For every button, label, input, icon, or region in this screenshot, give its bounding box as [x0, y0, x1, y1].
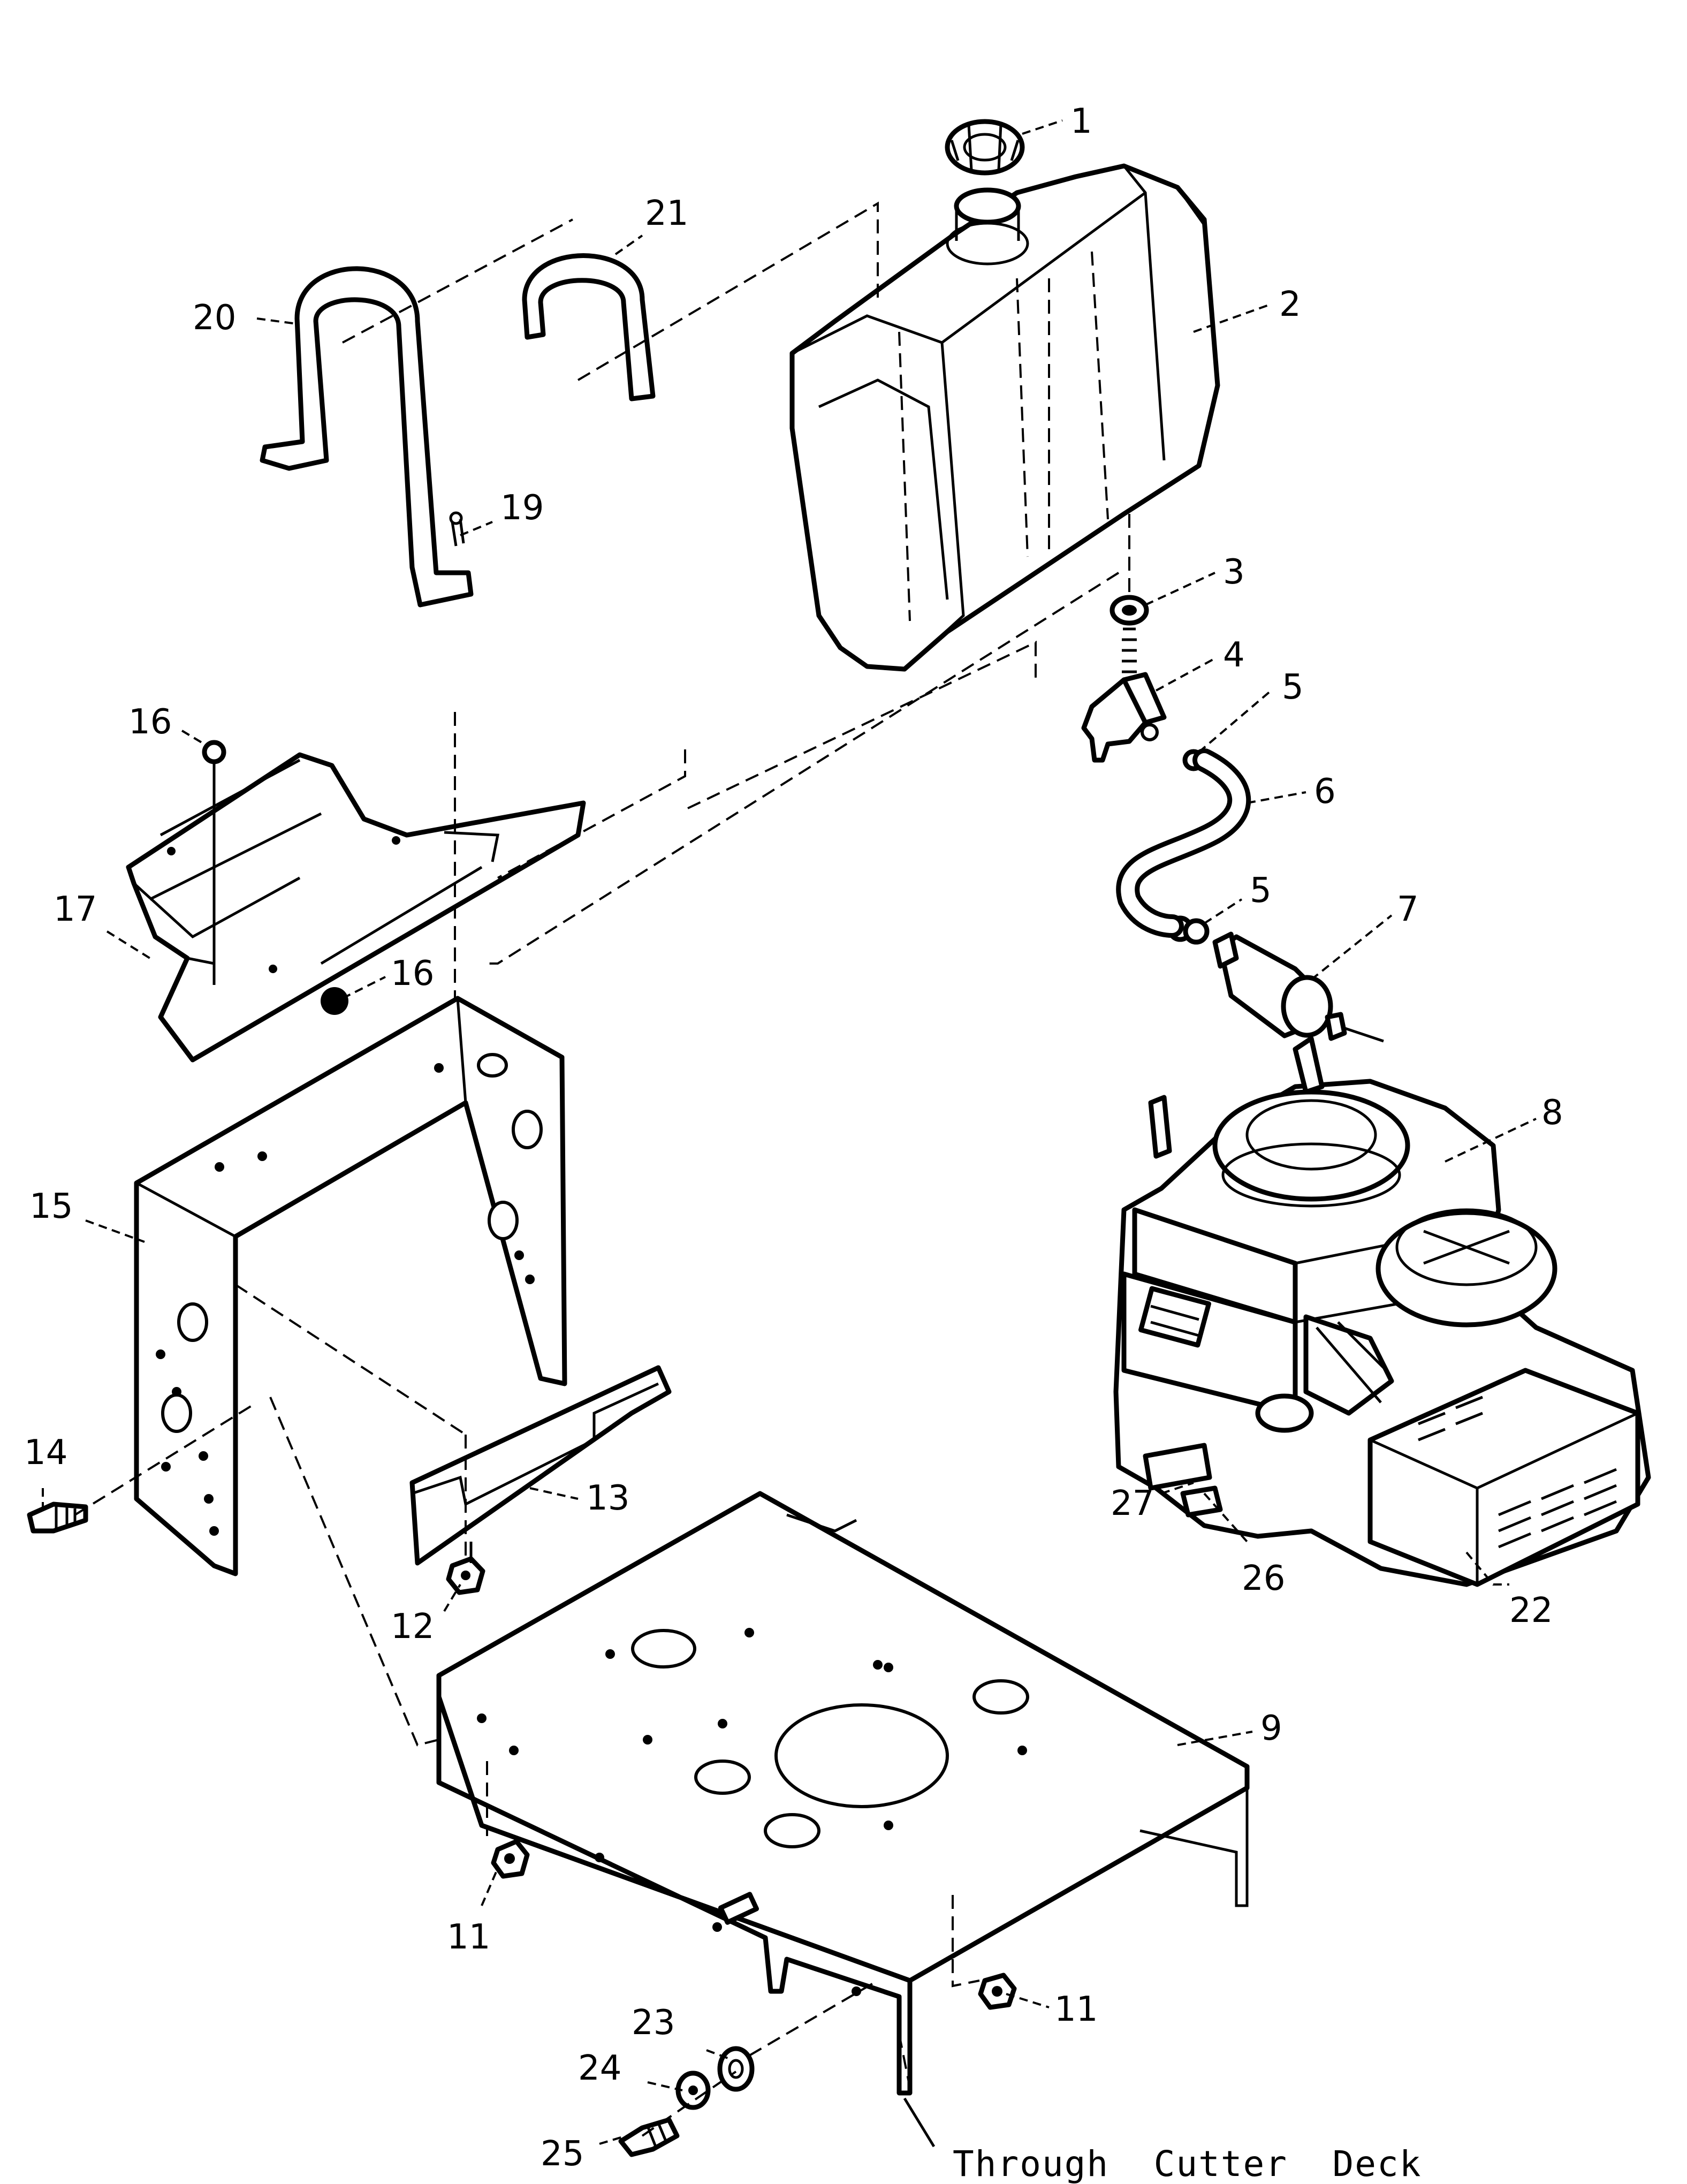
callout-16a: 16: [128, 702, 172, 742]
shield-screw: [202, 740, 226, 985]
bolt-14: [27, 1502, 88, 1534]
callout-23: 23: [632, 2003, 675, 2043]
callout-4: 4: [1223, 635, 1245, 675]
callout-8: 8: [1541, 1093, 1563, 1133]
callout-11a: 11: [447, 1917, 490, 1957]
deck-note: Through Cutter Deck: [953, 2143, 1422, 2184]
callout-6: 6: [1314, 772, 1336, 812]
tank-bushing: [1110, 595, 1149, 626]
callout-22: 22: [1509, 1591, 1553, 1631]
callout-11b: 11: [1054, 1990, 1098, 2029]
fuel-cap: [945, 119, 1025, 176]
callout-9: 9: [1260, 1709, 1282, 1748]
engine: [1113, 1036, 1651, 1587]
nut-12: [446, 1556, 485, 1595]
callout-16b: 16: [391, 954, 434, 994]
callout-26: 26: [1242, 1559, 1285, 1598]
callout-17: 17: [54, 890, 97, 929]
callout-3: 3: [1223, 552, 1245, 592]
callout-7: 7: [1397, 890, 1419, 929]
callout-5a: 5: [1282, 668, 1304, 707]
callout-2: 2: [1279, 285, 1301, 324]
callout-5b: 5: [1250, 871, 1272, 911]
tank-strap-21: [522, 253, 656, 401]
callout-27: 27: [1111, 1484, 1154, 1523]
callout-15: 15: [29, 1187, 73, 1226]
washer-23: [717, 2046, 755, 2092]
callout-13: 13: [586, 1478, 629, 1518]
callout-24: 24: [578, 2049, 621, 2088]
retaining-pin: [449, 511, 465, 547]
bolt-25: [618, 2117, 680, 2157]
tank-strap-20: [260, 266, 474, 608]
callout-21: 21: [645, 194, 688, 233]
engine-mount-plate: [436, 1491, 1250, 2096]
callout-25: 25: [541, 2134, 584, 2174]
fuel-shutoff-valve: [1081, 627, 1167, 763]
heat-shield: [126, 752, 586, 1063]
mount-bracket: [409, 1365, 672, 1566]
fuel-tank: [789, 163, 1220, 672]
callout-19: 19: [500, 488, 544, 528]
callout-1: 1: [1070, 102, 1092, 141]
hex-nut-right: [978, 1973, 1017, 2010]
nut-24: [675, 2071, 711, 2110]
callout-labels: 1 2 3 4 5 6 5 7 8 9 11 11 12 13 14 15 16…: [24, 102, 1563, 2174]
leader-lines: [42, 119, 1537, 2148]
fuel-filter: [1212, 931, 1384, 1043]
shield-nut: [321, 987, 348, 1015]
hex-nut-left: [491, 1839, 530, 1879]
callout-12: 12: [391, 1607, 434, 1647]
u-frame: [134, 996, 567, 1576]
callout-20: 20: [193, 298, 236, 338]
fuel-line: [1116, 748, 1251, 938]
callout-14: 14: [24, 1433, 67, 1473]
assembly-lines: [74, 201, 1130, 2137]
